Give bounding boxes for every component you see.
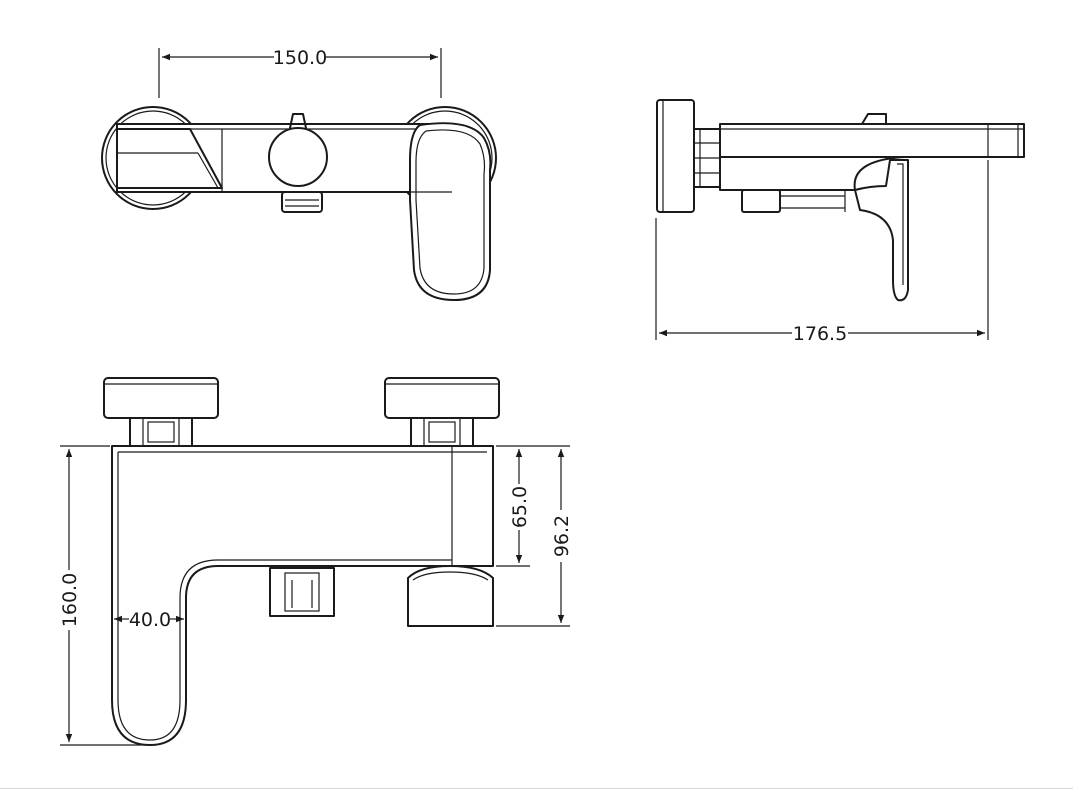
front-body xyxy=(111,445,494,746)
dim-label-150: 150.0 xyxy=(273,47,327,69)
side-view: 176.5 xyxy=(655,99,1025,345)
bottom-divider xyxy=(0,788,1073,789)
side-body-lower xyxy=(719,156,906,191)
front-outlet xyxy=(269,567,335,617)
side-body xyxy=(719,123,1025,158)
wedge-diag xyxy=(197,152,219,189)
diverter-wedge xyxy=(116,128,223,189)
top-view: 150.0 xyxy=(101,47,497,301)
side-knob-tab xyxy=(861,113,887,125)
side-lever xyxy=(854,159,909,302)
top-outlet xyxy=(281,191,323,213)
dim-label-176: 176.5 xyxy=(793,323,847,345)
diverter-knob xyxy=(268,127,328,187)
dim-label-96: 96.2 xyxy=(551,515,573,557)
side-outlet xyxy=(741,189,781,213)
dim-label-160: 160.0 xyxy=(59,573,81,627)
dim-label-40: 40.0 xyxy=(129,609,171,631)
front-lever xyxy=(407,565,494,627)
dim-label-65: 65.0 xyxy=(509,486,531,528)
lever-handle xyxy=(409,122,492,301)
lever-inner xyxy=(415,129,486,295)
front-view: 160.0 40.0 65.0 96.2 xyxy=(59,377,573,746)
knob-tab xyxy=(289,113,307,129)
